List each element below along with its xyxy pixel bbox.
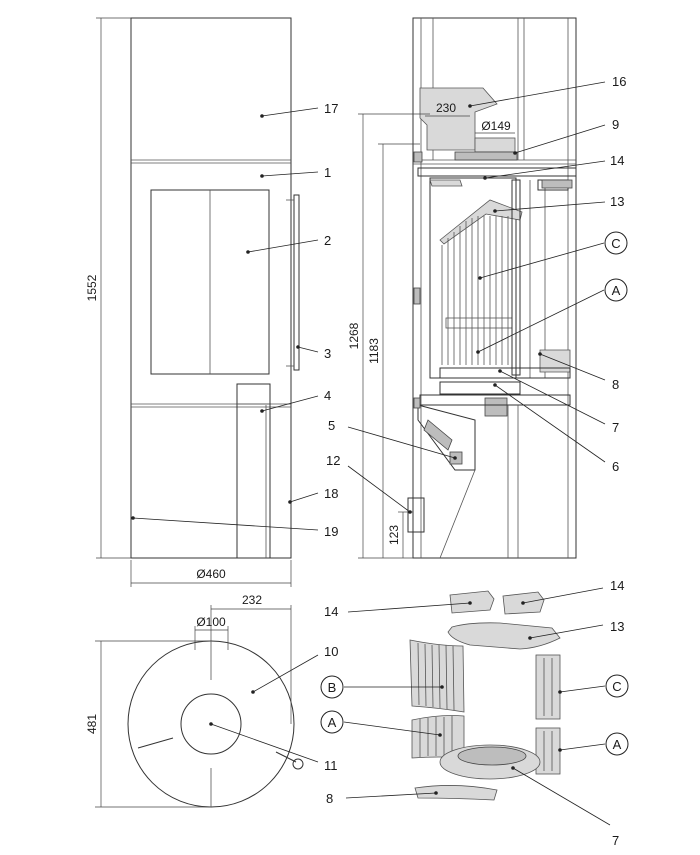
- firebox-lining: [441, 216, 513, 365]
- label-19: 19: [324, 524, 338, 539]
- dim-123: 123: [387, 525, 401, 545]
- label-8: 8: [612, 377, 619, 392]
- parts-label-8: 8: [326, 791, 333, 806]
- parts-view: 14 14 13 B A C A 8 7: [320, 578, 629, 848]
- label-3: 3: [324, 346, 331, 361]
- label-7: 7: [612, 420, 619, 435]
- dim-481: 481: [85, 714, 99, 734]
- label-17: 17: [324, 101, 338, 116]
- parts-callout-C: C: [612, 679, 621, 694]
- label-5: 5: [328, 418, 335, 433]
- top-view: 481 232 Ø100 10 11: [85, 593, 338, 808]
- parts-callout-A-left: A: [328, 715, 337, 730]
- label-13: 13: [610, 194, 624, 209]
- parts-label-14-left: 14: [324, 604, 338, 619]
- label-2: 2: [324, 233, 331, 248]
- dim-149: Ø149: [481, 119, 511, 133]
- dim-1183: 1183: [367, 338, 381, 364]
- dim-diameter-460: Ø460: [196, 567, 226, 581]
- part-14-left: [449, 590, 495, 614]
- parts-label-7: 7: [612, 833, 619, 848]
- section-view: 1268 1183 123 230 Ø149 16 9 14 13 C A 8 …: [326, 17, 628, 559]
- label-14: 14: [610, 153, 624, 168]
- parts-callout-B: B: [328, 680, 337, 695]
- dim-100: Ø100: [196, 615, 226, 629]
- label-12: 12: [326, 453, 340, 468]
- front-view: 1552 Ø460 17 1 2 3 4 18 19: [85, 17, 338, 587]
- part-B-lining: [409, 639, 465, 713]
- label-4: 4: [324, 388, 331, 403]
- parts-label-13: 13: [610, 619, 624, 634]
- label-9: 9: [612, 117, 619, 132]
- dim-height-1552: 1552: [85, 274, 99, 301]
- part-8-lip: [414, 785, 498, 801]
- label-16: 16: [612, 74, 626, 89]
- dim-232: 232: [242, 593, 262, 607]
- part-C-lining: [535, 654, 561, 720]
- flue-adapter: [419, 87, 498, 151]
- part-A-right: [535, 727, 561, 775]
- part-13-baffle: [447, 622, 561, 650]
- label-6: 6: [612, 459, 619, 474]
- label-10: 10: [324, 644, 338, 659]
- parts-label-14-right: 14: [610, 578, 624, 593]
- parts-callout-A-right: A: [613, 737, 622, 752]
- callout-C: C: [611, 236, 620, 251]
- label-11: 11: [324, 758, 338, 773]
- label-18: 18: [324, 486, 338, 501]
- label-1: 1: [324, 165, 331, 180]
- callout-A: A: [612, 283, 621, 298]
- dim-230: 230: [436, 101, 456, 115]
- dim-1268: 1268: [347, 322, 361, 349]
